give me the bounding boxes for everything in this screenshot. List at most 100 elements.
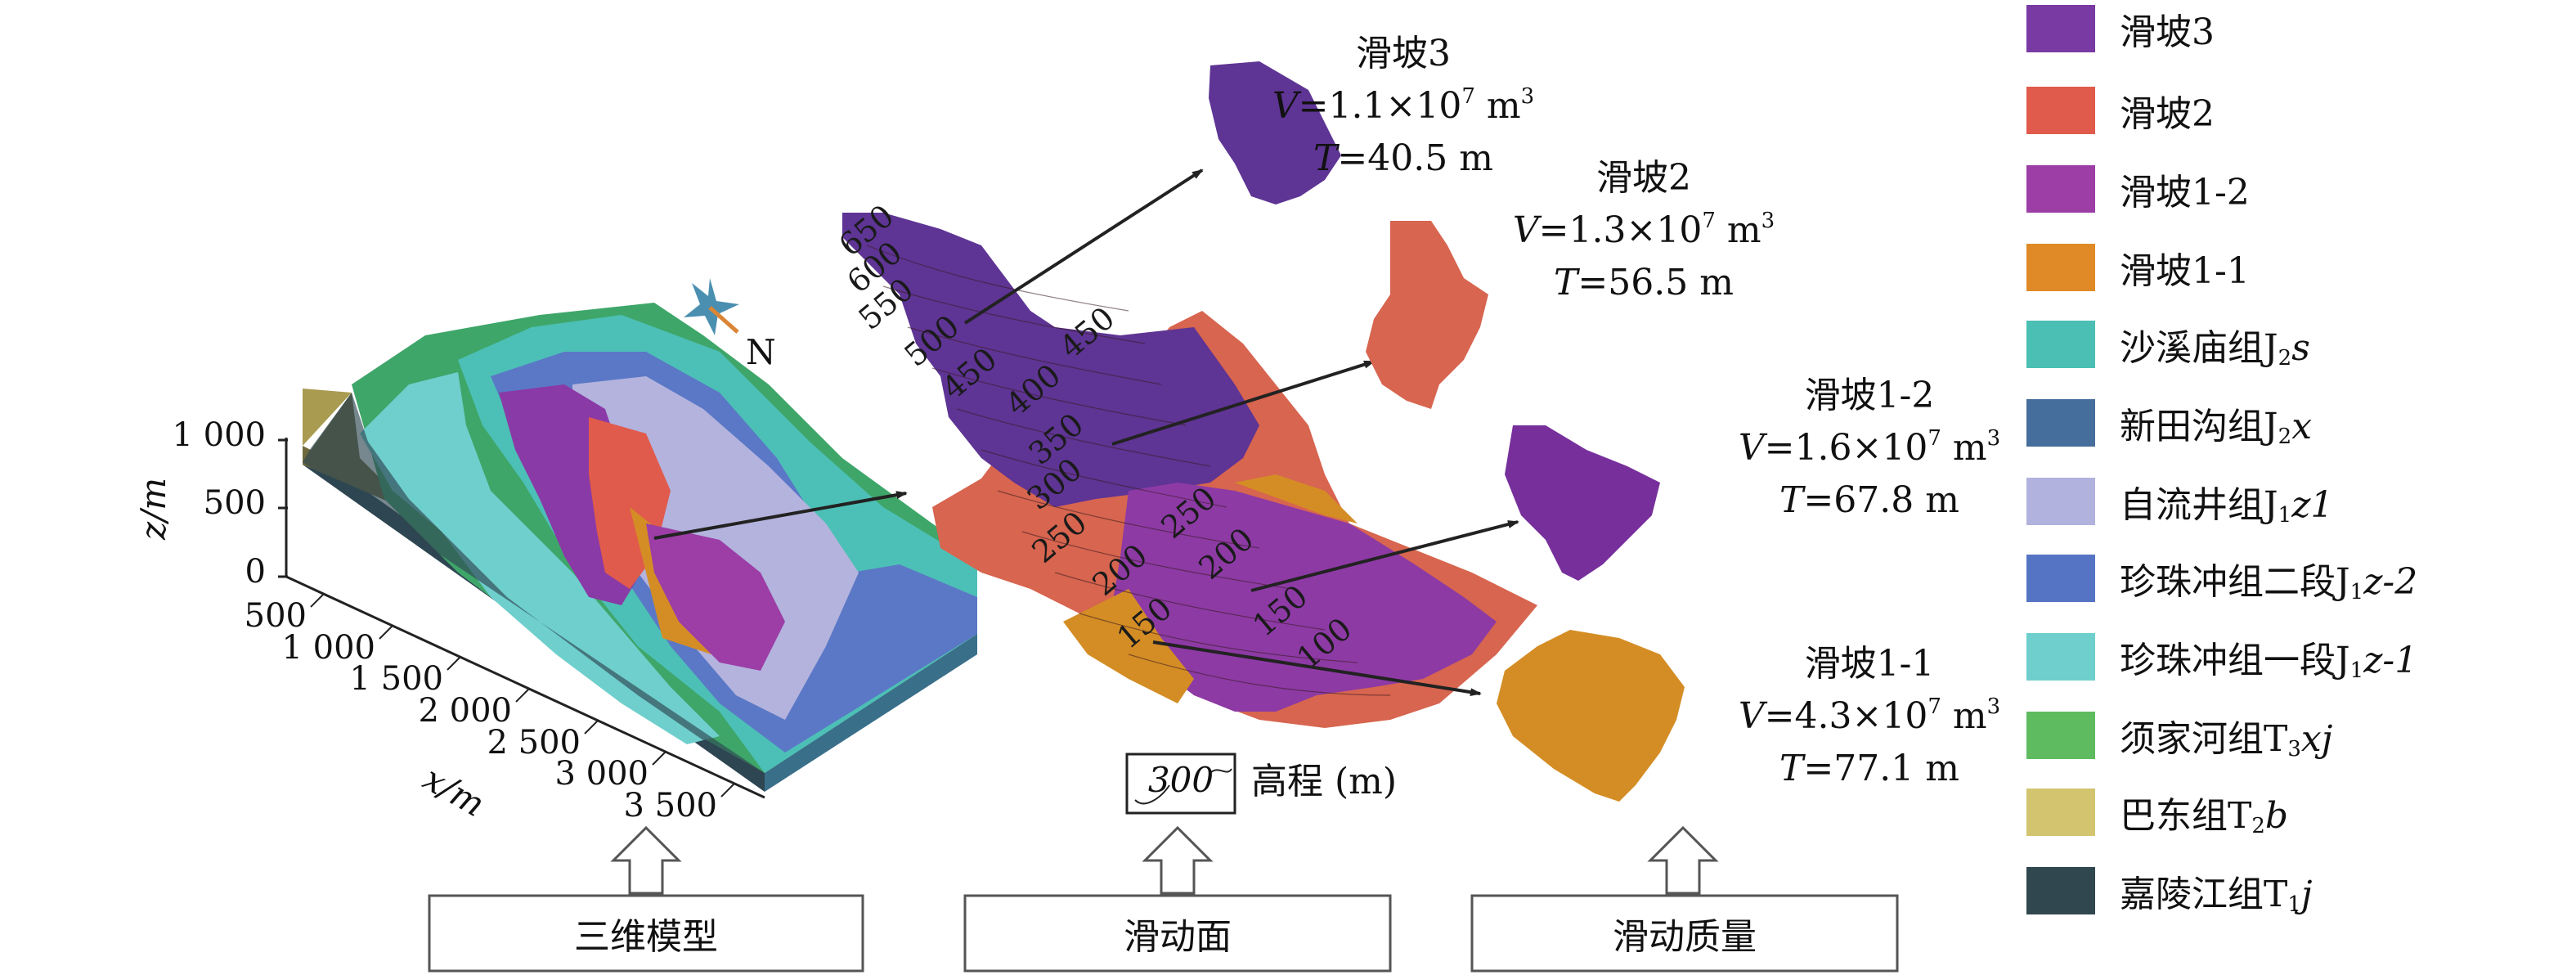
- legend-label: 滑坡1-1: [2120, 250, 2250, 292]
- stage-label: 滑动质量: [1613, 916, 1757, 958]
- legend-item: 嘉陵江组T1j: [2026, 862, 2313, 919]
- up-arrow-icon: [1647, 825, 1719, 895]
- legend-label: 新田沟组J2x: [2120, 406, 2313, 449]
- slip-surface-orange-strip: [1235, 474, 1358, 523]
- landslide-volume: V=4.3×107 m3: [1739, 694, 2000, 737]
- legend-swatch: [2026, 87, 2095, 134]
- legend-item: 沙溪庙组J2s: [2026, 316, 2310, 373]
- annotation-landslide-3: 滑坡3 V=1.1×107 m3 T=40.5 m: [1272, 33, 1534, 179]
- legend-swatch: [2026, 555, 2095, 602]
- mass-landslide-2: [1366, 221, 1488, 409]
- landslide-thickness: T=40.5 m: [1313, 137, 1493, 179]
- annotation-landslide-2: 滑坡2 V=1.3×107 m3 T=56.5 m: [1513, 157, 1775, 303]
- slip-surface-upper-purple: [842, 213, 1259, 507]
- legend-swatch: [2026, 789, 2095, 836]
- up-arrow-icon: [610, 825, 682, 895]
- legend-label: 须家河组T3xj: [2120, 718, 2333, 762]
- legend-swatch: [2026, 867, 2095, 914]
- legend-item: 自流井组J1z1: [2026, 473, 2333, 530]
- up-arrow-icon: [1142, 825, 1214, 895]
- model-to-surface-arrow: [653, 491, 908, 540]
- x-tick-label: 1 000: [281, 629, 375, 667]
- legend-swatch: [2026, 478, 2095, 525]
- elevation-key-value: 300: [1148, 760, 1214, 800]
- slip-surface: 650 600 550 500 450 400 450 350 300 250 …: [832, 198, 1537, 728]
- stage-box: [1470, 894, 1899, 973]
- landslide-volume: V=1.3×107 m3: [1513, 209, 1775, 251]
- stage-box: [963, 894, 1392, 973]
- legend-label: 沙溪庙组J2s: [2120, 327, 2310, 371]
- legend-label: 滑坡1-2: [2120, 172, 2250, 213]
- landslide-thickness: T=67.8 m: [1779, 479, 1959, 521]
- legend-label: 珍珠冲组二段J1z-2: [2120, 561, 2418, 604]
- x-tick-label: 1 500: [349, 660, 443, 698]
- legend-label: 珍珠冲组一段J1z-1: [2120, 640, 2418, 683]
- legend-item: 珍珠冲组一段J1z-1: [2026, 628, 2417, 685]
- stage-slip-surface: 滑动面: [963, 825, 1392, 973]
- x-axis-line: [285, 575, 765, 799]
- legend-swatch: [2026, 712, 2095, 759]
- contour-lines: [866, 245, 1391, 696]
- z-axis-label: z/m: [133, 478, 173, 541]
- x-tick-label: 3 500: [623, 787, 717, 824]
- legend-item: 滑坡1-1: [2026, 239, 2250, 296]
- legend-item: 珍珠冲组二段J1z-2: [2026, 550, 2417, 607]
- legend-label: 巴东组T2b: [2120, 795, 2289, 838]
- x-tick-label: 2 000: [418, 692, 512, 730]
- x-tick-label: 500: [245, 597, 307, 635]
- legend-swatch: [2026, 399, 2095, 447]
- legend-item: 滑坡2: [2026, 82, 2215, 139]
- stage-label: 滑动面: [1124, 916, 1232, 958]
- annotation-landslide-1-1: 滑坡1-1 V=4.3×107 m3 T=77.1 m: [1739, 643, 2000, 789]
- north-compass-icon: [684, 278, 739, 335]
- landslide-name: 滑坡2: [1596, 157, 1691, 199]
- legend-swatch: [2026, 5, 2095, 52]
- model-right-side: [765, 634, 977, 792]
- mass-landslide-1-2: [1505, 425, 1660, 581]
- elevation-key-label: 高程 (m): [1251, 761, 1397, 802]
- x-tick-label: 2 500: [487, 724, 581, 762]
- slip-surface-orange: [1063, 589, 1194, 703]
- layer-jialingjiang: [303, 393, 765, 773]
- legend-label: 自流井组J1z1: [2120, 484, 2334, 528]
- legend-swatch: [2026, 321, 2095, 368]
- arrow-to-landslide-1-2: [1250, 520, 1519, 592]
- z-tick-label: 500: [204, 484, 266, 522]
- legend-item: 须家河组T3xj: [2026, 707, 2332, 764]
- x-tick-label: 3 000: [554, 755, 648, 793]
- stage-3d-model: 三维模型: [428, 825, 864, 973]
- arrow-to-landslide-3: [963, 168, 1204, 325]
- model-left-face-top: [303, 389, 352, 446]
- landslide-name: 滑坡1-1: [1805, 643, 1935, 685]
- legend-item: 新田沟组J2x: [2026, 394, 2312, 452]
- x-axis-label: x/m: [416, 758, 491, 824]
- arrow-to-landslide-1-1: [1152, 640, 1482, 697]
- legend-item: 巴东组T2b: [2026, 784, 2288, 841]
- legend-swatch: [2026, 165, 2095, 213]
- mass-landslide-1-1: [1497, 630, 1685, 802]
- legend-item: 滑坡1-2: [2026, 160, 2250, 218]
- legend-label: 滑坡3: [2120, 11, 2215, 53]
- landslide-volume: V=1.1×107 m3: [1272, 84, 1534, 127]
- legend-label: 嘉陵江组T1j: [2120, 874, 2313, 917]
- stage-label: 三维模型: [574, 916, 718, 958]
- landslide-name: 滑坡1-2: [1805, 375, 1935, 416]
- z-tick-label: 0: [245, 553, 266, 591]
- arrow-to-landslide-2: [1111, 360, 1376, 446]
- elevation-key: 300 高程 (m): [1125, 753, 1397, 815]
- slip-surface-lower-purple: [1112, 483, 1497, 712]
- legend-item: 滑坡3: [2026, 0, 2215, 57]
- z-tick-label: 1 000: [172, 416, 266, 454]
- annotation-landslide-1-2: 滑坡1-2 V=1.6×107 m3 T=67.8 m: [1739, 375, 2000, 521]
- layer-zhenzhuchong-1: [360, 372, 720, 744]
- legend-label: 滑坡2: [2120, 93, 2215, 135]
- landslide-thickness: T=77.1 m: [1779, 748, 1959, 789]
- legend-swatch: [2026, 633, 2095, 681]
- elevation-key-box: [1125, 753, 1236, 815]
- mass-landslide-3: [1209, 61, 1341, 204]
- stage-box: [428, 894, 864, 973]
- landslide-name: 滑坡3: [1356, 33, 1451, 74]
- legend-swatch: [2026, 244, 2095, 291]
- stage-sliding-mass: 滑动质量: [1470, 825, 1899, 973]
